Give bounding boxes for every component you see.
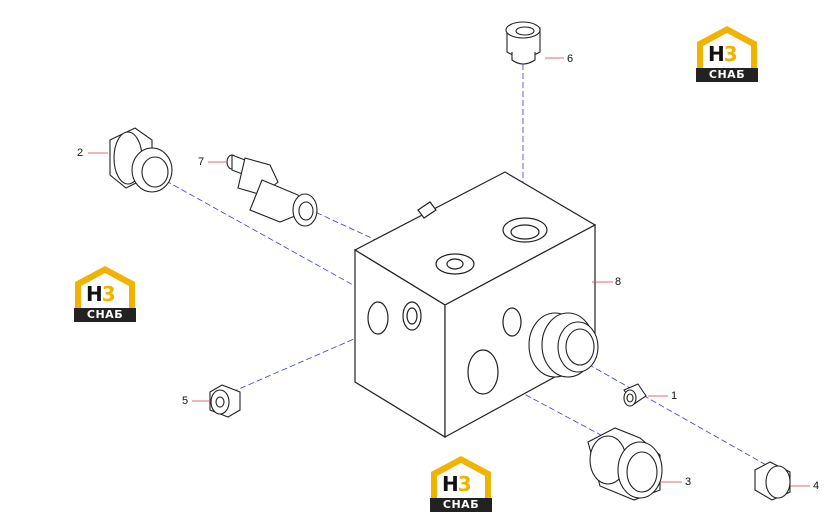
block-fitting <box>528 312 599 378</box>
callout-2: 2 <box>77 147 84 159</box>
watermark-code: H3 <box>86 282 116 306</box>
callout-4: 4 <box>813 480 820 492</box>
part-7-valve <box>226 154 318 227</box>
callout-5: 5 <box>182 395 189 407</box>
watermark-logo: H3 СНАБ <box>74 264 136 324</box>
watermark-logo: H3 СНАБ <box>430 454 492 514</box>
watermark-caption: СНАБ <box>696 68 758 82</box>
part-5-screw <box>209 384 241 418</box>
callout-3: 3 <box>685 476 692 488</box>
watermark-logo: H3 СНАБ <box>696 24 758 84</box>
watermark-caption: СНАБ <box>74 308 136 322</box>
part-3-fitting <box>587 427 663 501</box>
watermark-code: H3 <box>708 42 738 66</box>
leader-lines <box>88 57 810 487</box>
part-4-cap <box>754 461 791 501</box>
watermark-caption: СНАБ <box>430 498 492 512</box>
callout-7: 7 <box>198 156 205 168</box>
watermark-code: H3 <box>442 472 472 496</box>
manifold-block <box>353 171 597 439</box>
callout-1: 1 <box>671 390 678 402</box>
callout-6: 6 <box>567 53 574 65</box>
part-1-plug <box>623 383 647 407</box>
callout-8: 8 <box>615 276 622 288</box>
part-6-plug <box>505 21 541 65</box>
part-2-fitting <box>109 127 173 193</box>
watermark-shapes <box>75 26 757 502</box>
